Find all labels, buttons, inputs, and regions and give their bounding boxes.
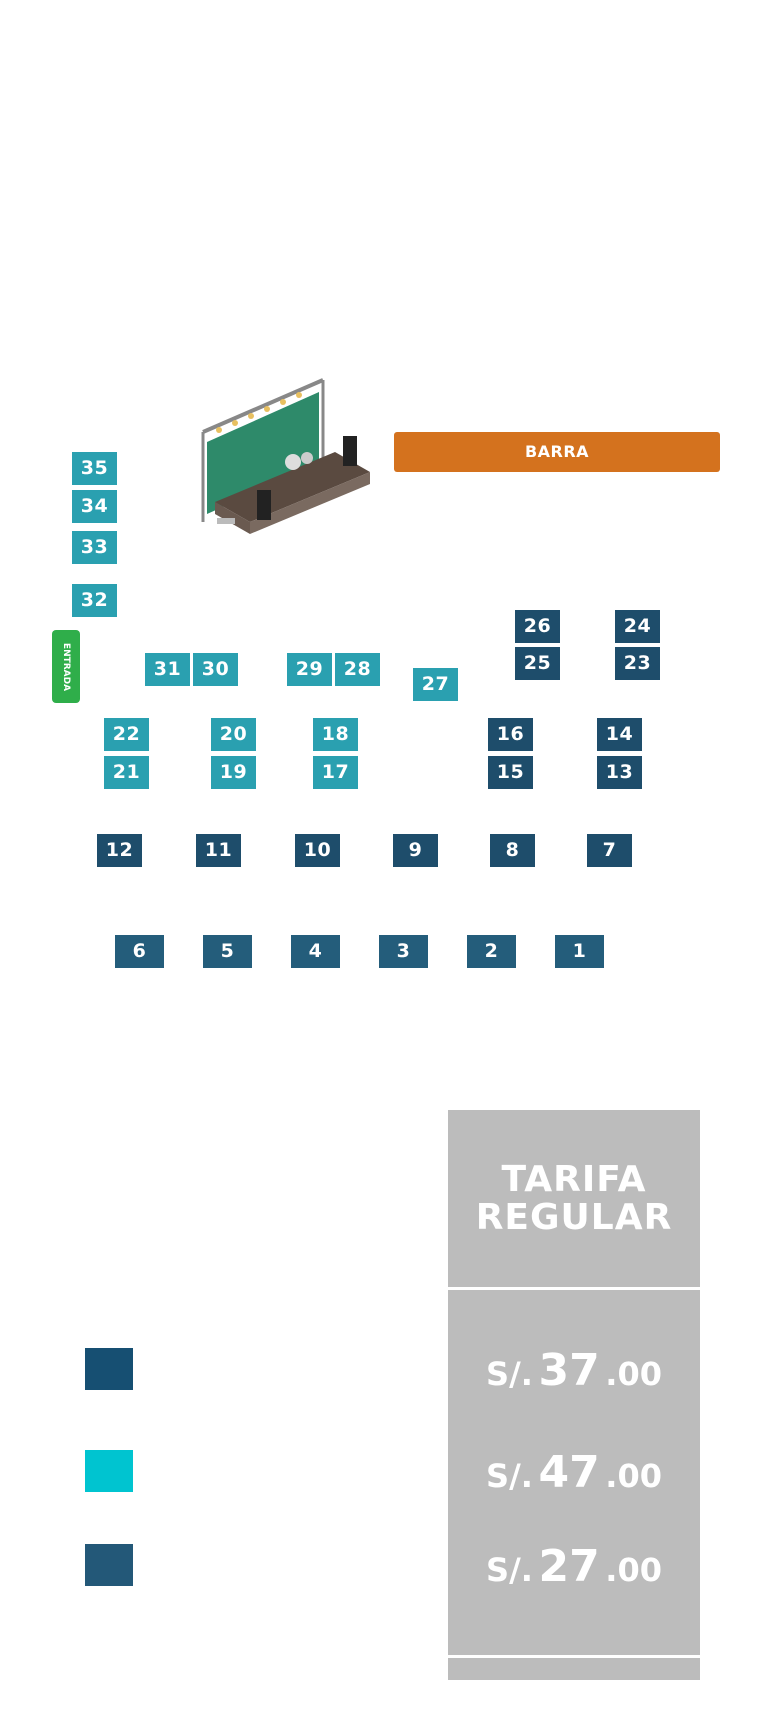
price-currency: S/.	[486, 1551, 533, 1589]
table-3[interactable]: 3	[379, 935, 428, 968]
price-header-line1: TARIFA	[501, 1158, 647, 1200]
venue-map: BARRA ENTRADA 35 34 33 32 31 30 29 28 27…	[52, 378, 720, 968]
table-2[interactable]: 2	[467, 935, 516, 968]
legend-swatch-2	[85, 1450, 133, 1492]
table-25[interactable]: 25	[515, 647, 560, 680]
table-18[interactable]: 18	[313, 718, 358, 751]
table-10[interactable]: 10	[295, 834, 340, 867]
price-decimals: .00	[605, 1457, 662, 1495]
price-decimals: .00	[605, 1355, 662, 1393]
table-16[interactable]: 16	[488, 718, 533, 751]
entrance-marker: ENTRADA	[52, 630, 80, 703]
price-currency: S/.	[486, 1457, 533, 1495]
table-4[interactable]: 4	[291, 935, 340, 968]
table-5[interactable]: 5	[203, 935, 252, 968]
table-27[interactable]: 27	[413, 668, 458, 701]
table-13[interactable]: 13	[597, 756, 642, 789]
legend-swatch-1	[85, 1348, 133, 1390]
price-row-2: S/. 47 .00	[448, 1447, 700, 1498]
price-header: TARIFA REGULAR	[448, 1110, 700, 1287]
table-22[interactable]: 22	[104, 718, 149, 751]
table-19[interactable]: 19	[211, 756, 256, 789]
table-20[interactable]: 20	[211, 718, 256, 751]
legend-swatch-3	[85, 1544, 133, 1586]
bar-label: BARRA	[524, 442, 590, 461]
price-decimals: .00	[605, 1551, 662, 1589]
price-divider-top	[448, 1287, 700, 1290]
table-8[interactable]: 8	[490, 834, 535, 867]
table-30[interactable]: 30	[193, 653, 238, 686]
price-amount: 37	[538, 1345, 600, 1396]
table-32[interactable]: 32	[72, 584, 117, 617]
price-panel	[448, 1110, 700, 1680]
table-7[interactable]: 7	[587, 834, 632, 867]
table-29[interactable]: 29	[287, 653, 332, 686]
entrance-label: ENTRADA	[61, 642, 71, 691]
table-31[interactable]: 31	[145, 653, 190, 686]
table-6[interactable]: 6	[115, 935, 164, 968]
price-currency: S/.	[486, 1355, 533, 1393]
price-divider-bottom	[448, 1655, 700, 1658]
table-11[interactable]: 11	[196, 834, 241, 867]
price-row-3: S/. 27 .00	[448, 1541, 700, 1592]
table-21[interactable]: 21	[104, 756, 149, 789]
table-35[interactable]: 35	[72, 452, 117, 485]
table-17[interactable]: 17	[313, 756, 358, 789]
table-15[interactable]: 15	[488, 756, 533, 789]
table-23[interactable]: 23	[615, 647, 660, 680]
table-26[interactable]: 26	[515, 610, 560, 643]
table-28[interactable]: 28	[335, 653, 380, 686]
price-header-line2: REGULAR	[475, 1196, 673, 1238]
table-33[interactable]: 33	[72, 531, 117, 564]
table-14[interactable]: 14	[597, 718, 642, 751]
price-amount: 27	[538, 1541, 600, 1592]
stage-illustration	[201, 378, 370, 534]
price-amount: 47	[538, 1447, 600, 1498]
table-9[interactable]: 9	[393, 834, 438, 867]
table-1[interactable]: 1	[555, 935, 604, 968]
bar-area: BARRA	[394, 432, 720, 472]
table-34[interactable]: 34	[72, 490, 117, 523]
price-row-1: S/. 37 .00	[448, 1345, 700, 1396]
table-12[interactable]: 12	[97, 834, 142, 867]
table-24[interactable]: 24	[615, 610, 660, 643]
